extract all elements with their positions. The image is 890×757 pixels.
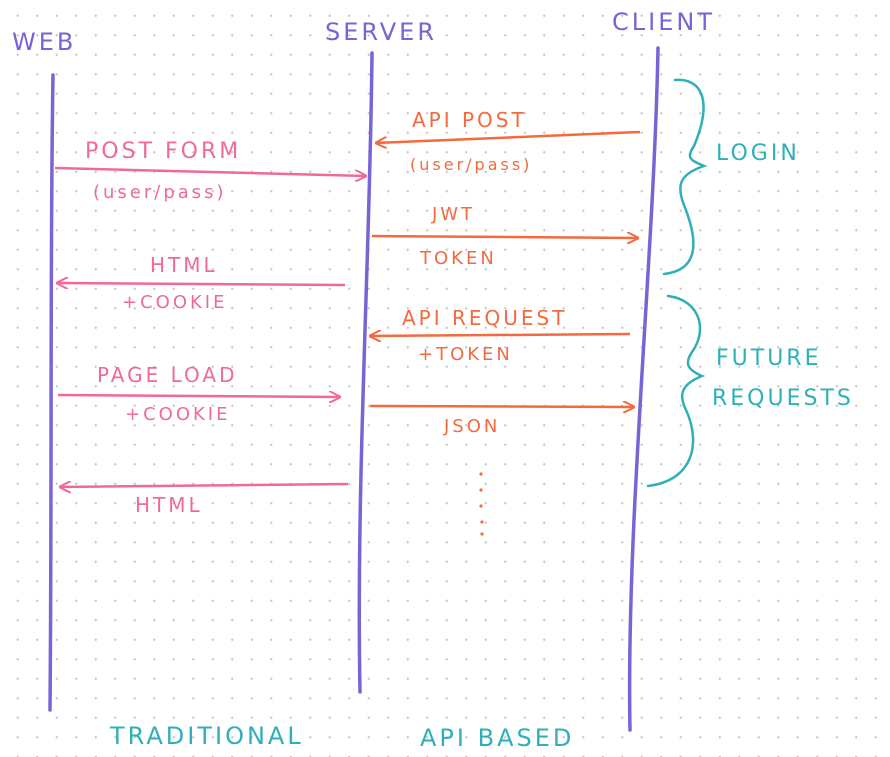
api-post-sublabel: (user/pass) [410,155,532,174]
api-request-label: API REQUEST [402,306,567,330]
continuation-dots [479,472,484,536]
jwt-sublabel: TOKEN [419,248,497,269]
caption-traditional: TRADITIONAL [109,722,304,750]
future-label-line2: REQUESTS [712,386,854,411]
html-cookie-sublabel: +COOKIE [122,292,227,313]
json-arrow [369,406,634,407]
page-load-arrow [57,395,340,397]
login-label: LOGIN [716,141,800,166]
post-form-sublabel: (user/pass) [93,182,227,203]
api-request-arrow [370,334,631,336]
page-load-sublabel: +COOKIE [125,404,230,425]
page-load-label: PAGE LOAD [97,363,238,387]
html-final-label: HTML [135,493,203,517]
post-form-label: POST FORM [85,139,241,164]
lane-label-web: WEB [12,28,76,56]
jwt-label: JWT [431,204,475,225]
api-post-arrow [376,130,641,143]
lifeline-server [357,51,374,694]
html-cookie-arrow [57,283,346,285]
api-post-label: API POST [412,108,527,132]
post-form-arrow [54,166,366,176]
lane-label-server: SERVER [325,18,437,46]
login-brace [662,78,708,276]
html-cookie-label: HTML [150,253,218,277]
future-requests-brace [646,294,706,488]
json-label: JSON [443,416,500,437]
lifeline-client [627,46,660,732]
lane-label-client: CLIENT [612,8,715,36]
lifeline-web [48,73,55,712]
api-request-sublabel: +TOKEN [418,344,513,365]
html-final-arrow [60,484,349,487]
future-label-line1: FUTURE [716,346,821,371]
jwt-arrow [371,236,638,238]
caption-api-based: API BASED [420,724,574,752]
